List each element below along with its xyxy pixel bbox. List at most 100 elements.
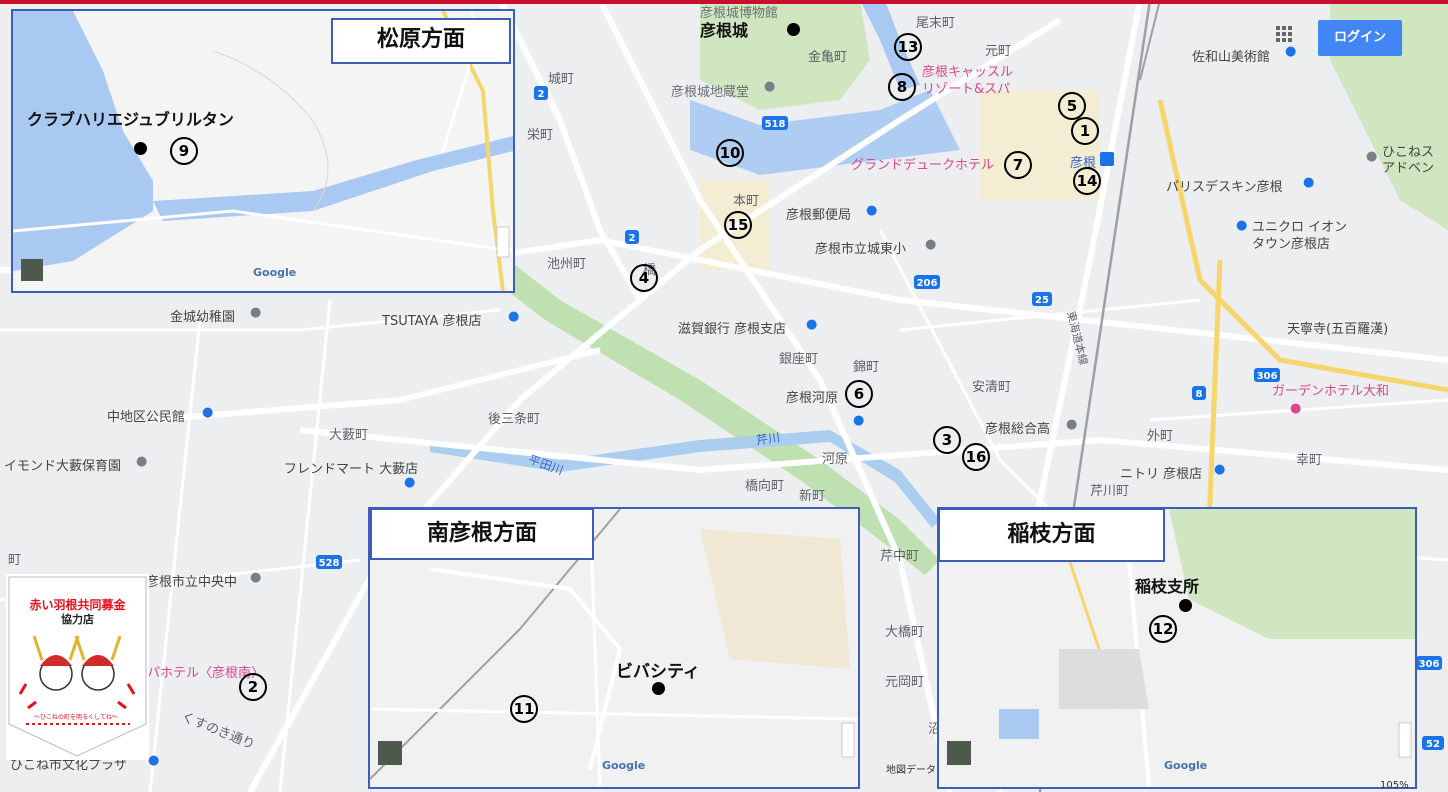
marker-10[interactable]: 10 xyxy=(716,139,744,167)
poi-kinjo-kindergarten[interactable]: 金城幼稚園 xyxy=(170,310,236,325)
inset-title-inae: 稲枝方面 xyxy=(938,508,1165,562)
marker-7[interactable]: 7 xyxy=(1004,151,1032,179)
marker-3[interactable]: 3 xyxy=(933,426,961,454)
club-annotation: クラブハリエジュブリルタン xyxy=(27,110,234,129)
train-station-icon xyxy=(1100,152,1114,166)
area-label: 幸町 xyxy=(1296,453,1323,468)
route-shield xyxy=(914,275,940,289)
shop-pin-icon: ● xyxy=(404,475,416,490)
route-shield xyxy=(1032,292,1052,306)
marker-16[interactable]: 16 xyxy=(962,443,990,471)
poi-nitori[interactable]: ニトリ 彦根店 xyxy=(1120,467,1203,482)
poi-uniqlo[interactable]: ユニクロ イオン xyxy=(1252,220,1348,235)
google-logo: Google xyxy=(1164,759,1208,772)
marker-2[interactable]: 2 xyxy=(239,673,267,701)
poi-post-office[interactable]: 彦根郵便局 xyxy=(786,208,852,223)
area-label: 外町 xyxy=(1147,429,1174,444)
bank-icon: ● xyxy=(806,317,818,332)
route-shield xyxy=(534,86,548,100)
route-label: 52 xyxy=(1426,739,1440,750)
inae-branch-annotation: 稲枝支所 xyxy=(1135,577,1200,596)
area-label: 安清町 xyxy=(972,380,1012,395)
marker-11[interactable]: 11 xyxy=(510,695,538,723)
route-label: 2 xyxy=(629,233,636,244)
area-label: 後三条町 xyxy=(488,412,541,427)
marker-6[interactable]: 6 xyxy=(845,380,873,408)
bicity-annotation: ビバシティ xyxy=(616,662,700,682)
poi-shiga-bank[interactable]: 滋賀銀行 彦根支店 xyxy=(678,322,787,337)
marker-8[interactable]: 8 xyxy=(888,73,916,101)
poi-uniqlo-2: タウン彦根店 xyxy=(1252,237,1331,252)
poi-chuchi-kominkan[interactable]: 中地区公民館 xyxy=(107,410,186,425)
school-icon: ● xyxy=(250,305,262,320)
area-label: 本町 xyxy=(733,194,760,209)
inset-map xyxy=(370,509,858,787)
apps-grid-icon[interactable] xyxy=(1276,26,1294,44)
marker-5[interactable]: 5 xyxy=(1058,92,1086,120)
inset-title-matsubara: 松原方面 xyxy=(331,18,511,64)
marker-12[interactable]: 12 xyxy=(1149,615,1177,643)
river-label: 芹川 xyxy=(755,430,781,448)
mascot-illustration xyxy=(18,635,136,710)
marker-1[interactable]: 1 xyxy=(1071,117,1099,145)
poi-hikone-adventure[interactable]: ひこねス xyxy=(1382,145,1435,160)
shop-pin-icon: ● xyxy=(1236,218,1248,233)
poi-nursery[interactable]: イモンド大藪保育園 xyxy=(4,459,122,474)
poi-hotel-south[interactable]: パホテル〈彦根南〉 xyxy=(147,666,265,681)
area-label: 芹中町 xyxy=(880,549,920,564)
pennant-tagline: 〜ひこねの町を明るくしてね〜 xyxy=(34,714,118,721)
marker-14[interactable]: 14 xyxy=(1073,167,1101,195)
route-label: 2 xyxy=(538,89,545,100)
marker-9[interactable]: 9 xyxy=(170,137,198,165)
route-shield xyxy=(1254,368,1280,382)
poi-grand-deuque-hotel[interactable]: グランドデュークホテル xyxy=(851,158,995,173)
top-accent-bar xyxy=(0,0,1448,4)
marker-13[interactable]: 13 xyxy=(894,33,922,61)
building-icon: ● xyxy=(202,405,214,420)
login-button[interactable]: ログイン xyxy=(1318,20,1402,56)
area-label: 栄町 xyxy=(527,128,554,143)
route-label: 206 xyxy=(917,278,938,289)
route-label: 8 xyxy=(1196,389,1203,400)
castle-dot xyxy=(787,23,800,36)
school-icon: ● xyxy=(136,454,148,469)
area-label: 芹川町 xyxy=(1090,484,1130,499)
route-label: 518 xyxy=(765,119,786,130)
area-label: 町 xyxy=(8,553,22,568)
inae-branch-dot xyxy=(1179,599,1192,612)
route-shield xyxy=(1192,386,1206,400)
area-label: 河原 xyxy=(822,452,849,467)
poi-castle-resort-2: リゾート&スパ xyxy=(922,82,1011,97)
poi-bunka-plaza[interactable]: ひこね市文化プラザ xyxy=(10,758,128,773)
route-shield xyxy=(625,230,639,244)
poi-paris-deskin[interactable]: パリスデスキン彦根 xyxy=(1166,180,1283,195)
route-shield xyxy=(1422,736,1444,750)
poi-hikone-kawara[interactable]: 彦根河原 xyxy=(786,391,839,406)
poi-castle-resort[interactable]: 彦根キャッスル xyxy=(922,65,1014,80)
poi-garden-hotel[interactable]: ガーデンホテル大和 xyxy=(1272,384,1390,399)
poi-sawayama-museum[interactable]: 佐和山美術館 xyxy=(1192,50,1271,65)
poi-chuo-junior-high[interactable]: 彦根市立中央中 xyxy=(146,575,238,590)
marker-4[interactable]: 4 xyxy=(630,264,658,292)
poi-sogo-high[interactable]: 彦根総合高 xyxy=(985,422,1051,437)
school-icon: ● xyxy=(925,237,937,252)
google-logo: Google xyxy=(602,759,646,772)
zoom-level: 105% xyxy=(1380,780,1409,791)
poi-tsutaya[interactable]: TSUTAYA 彦根店 xyxy=(382,314,482,329)
area-label: 銀座町 xyxy=(779,352,819,367)
area-label: 元岡町 xyxy=(885,675,925,690)
poi-castle-storage[interactable]: 彦根城地蔵堂 xyxy=(671,85,750,100)
area-label: 城町 xyxy=(548,72,575,87)
area-label: 大藪町 xyxy=(329,428,369,443)
poi-joto-elementary[interactable]: 彦根市立城東小 xyxy=(815,242,907,257)
poi-pin-icon: ● xyxy=(1366,149,1378,164)
area-label: 金亀町 xyxy=(808,50,848,65)
shop-pin-icon: ● xyxy=(853,413,865,428)
marker-15[interactable]: 15 xyxy=(724,211,752,239)
area-label: 橋向町 xyxy=(745,479,785,494)
inset-title-minami-hikone: 南彦根方面 xyxy=(370,508,594,560)
red-feather-pennant: 赤い羽根共同募金 協力店 〜ひこねの町を明るくしてね〜 xyxy=(6,574,149,760)
poi-tenneiji[interactable]: 天寧寺(五百羅漢) xyxy=(1287,322,1389,337)
poi-friendmart[interactable]: フレンドマート 大藪店 xyxy=(284,462,419,477)
poi-museum[interactable]: 彦根城博物館 xyxy=(700,6,779,21)
